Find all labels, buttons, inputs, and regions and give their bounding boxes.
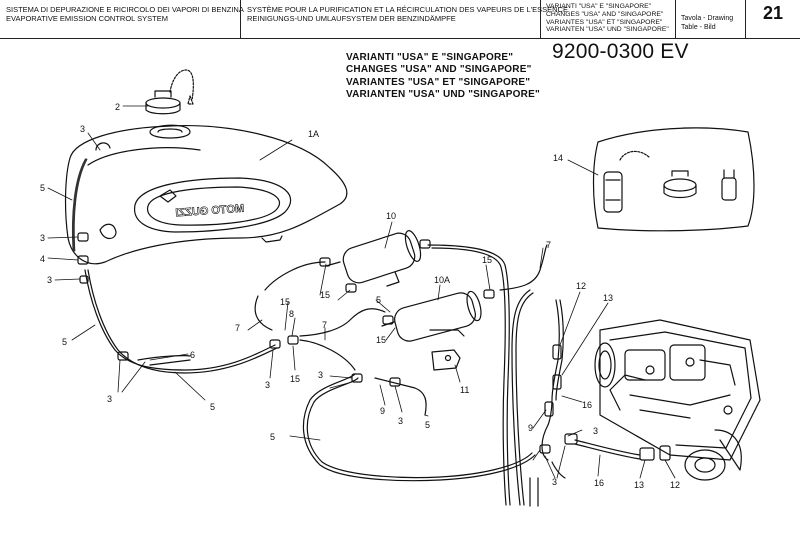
- canister-10: [325, 230, 422, 287]
- connectors: [77, 232, 671, 461]
- header-variant-line: CHANGES "USA" AND "SINGAPORE": [546, 10, 664, 18]
- header-table-line: Table - Bild: [681, 24, 716, 31]
- header-title-line: EVAPORATIVE EMISSION CONTROL SYSTEM: [6, 14, 168, 23]
- callout-label: 15: [482, 255, 492, 265]
- callout-label: 16: [582, 400, 592, 410]
- callout-label: 15: [290, 374, 300, 384]
- callout-label: 10: [386, 211, 396, 221]
- callout-label: 5: [210, 402, 215, 412]
- header-variant-line: VARIANTI "USA" E "SINGAPORE": [546, 3, 652, 10]
- header-subtitle-line: SYSTÈME POUR LA PURIFICATION ET LA RÉCIR…: [247, 5, 568, 14]
- callout-label: 3: [552, 477, 557, 487]
- callout-label: 9: [380, 406, 385, 416]
- callout-label: 3: [80, 124, 85, 134]
- variant-line: VARIANTES "USA" ET "SINGAPORE": [346, 76, 531, 88]
- callout-label: 3: [47, 275, 52, 285]
- inset-box-14: [592, 127, 755, 232]
- header-title: SISTEMA DI DEPURAZIONE E RICIRCOLO DEI V…: [0, 0, 244, 38]
- header-variant-line: VARIANTEN "USA" UND "SINGAPORE": [546, 26, 669, 34]
- fuel-cap: [145, 69, 194, 115]
- header-subtitle-line: REINIGUNGS-UND UMLAUFSYSTEM DER BENZINDÄ…: [247, 14, 456, 23]
- eagle-logo-icon: [159, 189, 177, 203]
- callout-labels: 1A 2 3 5 3 4 3 5 6 3 5 10 15 15 5 7 15 8…: [40, 102, 680, 490]
- tank-brand-text: MOTO GUZZI: [175, 203, 245, 220]
- hoses: [84, 244, 641, 507]
- callout-label: 5: [62, 337, 67, 347]
- callout-label: 5: [376, 295, 381, 305]
- callout-label: 2: [115, 102, 120, 112]
- callout-label: 7: [546, 240, 551, 250]
- callout-label: 4: [40, 254, 45, 264]
- drawing-code: 9200-0300 EV: [552, 40, 689, 63]
- callout-label: 3: [265, 380, 270, 390]
- callout-label: 16: [594, 478, 604, 488]
- variant-line: CHANGES "USA" AND "SINGAPORE": [346, 64, 532, 76]
- fuel-tank: [64, 124, 348, 265]
- header-title-line: SISTEMA DI DEPURAZIONE E RICIRCOLO DEI V…: [6, 5, 244, 14]
- callout-label: 3: [107, 394, 112, 404]
- callout-label: 15: [320, 290, 330, 300]
- callout-label: 5: [270, 432, 275, 442]
- callout-label: 11: [460, 385, 469, 395]
- header-table: SISTEMA DI DEPURAZIONE E RICIRCOLO DEI V…: [0, 0, 800, 39]
- callout-label: 3: [398, 416, 403, 426]
- callout-label: 7: [322, 320, 327, 330]
- callout-label: 12: [576, 281, 586, 291]
- header-subtitle: SYSTÈME POUR LA PURIFICATION ET LA RÉCIR…: [240, 0, 568, 38]
- canister-10a: [381, 290, 482, 342]
- callout-label: 3: [593, 426, 598, 436]
- callout-label: 15: [376, 335, 386, 345]
- callout-label: 15: [280, 297, 290, 307]
- callout-label: 1A: [308, 129, 319, 139]
- callout-label: 3: [318, 370, 323, 380]
- callout-label: 10A: [434, 275, 450, 285]
- variants-block: VARIANTI "USA" E "SINGAPORE" CHANGES "US…: [346, 52, 540, 101]
- callout-label: 14: [553, 153, 563, 163]
- throttle-body: [594, 319, 761, 481]
- callout-label: 12: [670, 480, 680, 490]
- leader-lines: [47, 105, 676, 479]
- variant-line: VARIANTEN "USA" UND "SINGAPORE": [346, 88, 540, 100]
- variant-line: VARIANTI "USA" E "SINGAPORE": [346, 52, 514, 63]
- page-number: 21: [745, 0, 800, 38]
- callout-label: 8: [289, 309, 294, 319]
- header-table-line: Tavola - Drawing: [681, 15, 734, 22]
- callout-label: 13: [634, 480, 644, 490]
- callout-label: 5: [40, 183, 45, 193]
- header-table-label: Tavola - Drawing Table - Bild: [675, 0, 745, 38]
- callout-label: 7: [235, 323, 240, 333]
- callout-label: 5: [425, 420, 430, 430]
- header-variants: VARIANTI "USA" E "SINGAPORE" CHANGES "US…: [540, 0, 675, 38]
- callout-label: 6: [190, 350, 195, 360]
- callout-label: 13: [603, 293, 613, 303]
- header-variant-line: VARIANTES "USA" ET "SINGAPORE": [546, 18, 663, 26]
- callout-label: 9: [528, 423, 533, 433]
- bracket-11: [431, 349, 461, 371]
- callout-label: 3: [40, 233, 45, 243]
